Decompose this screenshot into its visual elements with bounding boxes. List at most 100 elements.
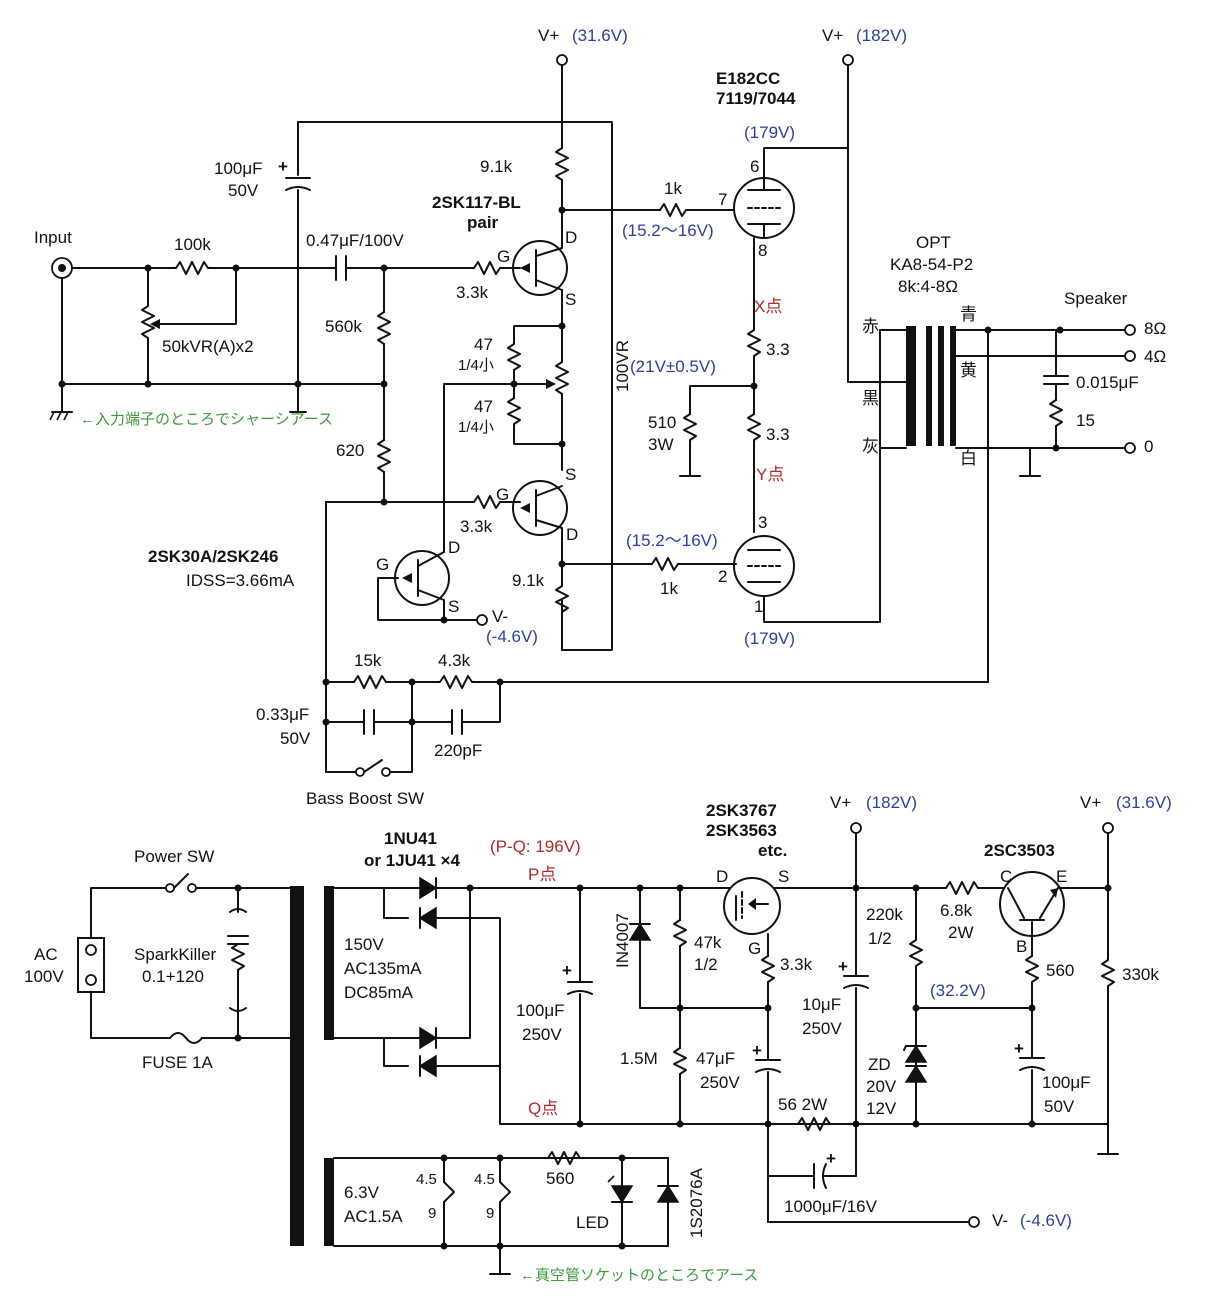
svg-text:4Ω: 4Ω — [1144, 347, 1166, 366]
svg-text:220pF: 220pF — [434, 741, 482, 760]
vacuum-tube-lower: 3 2 1 — [718, 513, 795, 616]
svg-text:1k: 1k — [660, 579, 678, 598]
output-transformer — [879, 326, 1125, 449]
svg-text:3.3: 3.3 — [766, 425, 790, 444]
svg-text:330k: 330k — [1122, 965, 1159, 984]
svg-text:250V: 250V — [700, 1073, 740, 1092]
svg-text:620: 620 — [336, 441, 364, 460]
svg-text:C: C — [1000, 867, 1012, 886]
svg-text:etc.: etc. — [758, 841, 787, 860]
svg-text:(179V): (179V) — [744, 629, 795, 648]
svg-text:8Ω: 8Ω — [1144, 319, 1166, 338]
svg-text:E182CC: E182CC — [716, 69, 780, 88]
r-330k — [1101, 959, 1115, 987]
vplus-31-terminal: V+ (31.6V) — [1080, 793, 1172, 889]
svg-text:P点: P点 — [528, 865, 556, 884]
svg-text:V+: V+ — [830, 793, 851, 812]
speaker-terminal-4ohm[interactable]: 4Ω — [1124, 347, 1166, 366]
svg-text:(-4.6V): (-4.6V) — [1020, 1211, 1072, 1230]
svg-text:pair: pair — [467, 213, 499, 232]
svg-text:(15.2～16V): (15.2～16V) — [622, 221, 714, 240]
svg-text:12V: 12V — [866, 1099, 897, 1118]
svg-text:7119/7044: 7119/7044 — [716, 89, 796, 108]
svg-text:2SK117-BL: 2SK117-BL — [432, 193, 521, 212]
svg-text:9: 9 — [486, 1205, 494, 1222]
svg-text:2SC3503: 2SC3503 — [984, 841, 1055, 860]
r-bias-560k — [377, 311, 391, 345]
speaker-terminal-0[interactable]: 0 — [1124, 437, 1153, 456]
svg-text:(182V): (182V) — [866, 793, 917, 812]
r-source-lower — [507, 397, 521, 425]
rectifier-bridge — [383, 876, 438, 1078]
zener-diodes — [903, 1044, 928, 1125]
input-volume-pot[interactable] — [141, 305, 155, 339]
svg-text:V+: V+ — [538, 26, 559, 45]
svg-text:ZD: ZD — [868, 1055, 891, 1074]
bass-boost-switch[interactable] — [325, 759, 413, 777]
svg-text:赤: 赤 — [862, 317, 879, 336]
fuse — [169, 1032, 203, 1044]
svg-text:+: + — [752, 1041, 762, 1060]
power-switch[interactable] — [165, 873, 197, 893]
svg-text:+: + — [838, 957, 848, 976]
svg-text:DC85mA: DC85mA — [344, 983, 414, 1002]
svg-text:G: G — [496, 485, 509, 504]
svg-text:10μF: 10μF — [802, 995, 841, 1014]
svg-text:0.015μF: 0.015μF — [1076, 373, 1139, 392]
svg-text:3.3k: 3.3k — [780, 955, 813, 974]
power-transformer — [290, 886, 334, 1246]
vacuum-tube-upper: 6 7 8 — [718, 157, 795, 260]
svg-text:S: S — [448, 597, 459, 616]
svg-text:2SK30A/2SK246: 2SK30A/2SK246 — [148, 547, 278, 566]
svg-text:+: + — [562, 961, 572, 980]
svg-text:V+: V+ — [1080, 793, 1101, 812]
svg-text:6.8k: 6.8k — [940, 901, 973, 920]
svg-text:(31.6V): (31.6V) — [572, 26, 628, 45]
svg-text:V-: V- — [992, 1211, 1008, 1230]
svg-text:S: S — [778, 867, 789, 886]
svg-text:D: D — [566, 525, 578, 544]
svg-text:8k:4-8Ω: 8k:4-8Ω — [898, 277, 958, 296]
r-cathode-upper — [747, 329, 761, 357]
svg-text:(-4.6V): (-4.6V) — [486, 627, 538, 646]
reverse-diode — [656, 1157, 680, 1247]
r-grid-upper — [659, 203, 687, 217]
main-filter-capacitor: + — [562, 961, 593, 995]
svg-text:LED: LED — [576, 1213, 609, 1232]
svg-text:3.3: 3.3 — [766, 340, 790, 359]
svg-text:9.1k: 9.1k — [512, 571, 545, 590]
r-56-2w — [797, 1117, 831, 1131]
speaker-terminal-8ohm[interactable]: 8Ω — [1124, 319, 1166, 338]
svg-text:100μF: 100μF — [516, 1001, 565, 1020]
protection-diode — [628, 922, 652, 941]
svg-text:(179V): (179V) — [744, 123, 795, 142]
svg-text:560: 560 — [1046, 961, 1074, 980]
svg-text:56 2W: 56 2W — [778, 1095, 827, 1114]
svg-text:S: S — [565, 290, 576, 309]
svg-text:6.3V: 6.3V — [344, 1183, 380, 1202]
svg-text:KA8-54-P2: KA8-54-P2 — [890, 255, 973, 274]
r-cathode-lower — [747, 413, 761, 441]
svg-text:15k: 15k — [354, 651, 382, 670]
svg-text:7: 7 — [718, 190, 727, 209]
mosfet-ripple-filter: D S G — [716, 867, 789, 958]
svg-text:(32.2V): (32.2V) — [930, 981, 986, 1000]
r-input-series — [175, 261, 209, 275]
svg-text:Q点: Q点 — [528, 1099, 558, 1118]
heater-filament-2: 4.5 9 — [474, 1157, 511, 1247]
svg-text:9.1k: 9.1k — [480, 157, 513, 176]
svg-text:2SK3767: 2SK3767 — [706, 801, 777, 820]
svg-text:青: 青 — [960, 305, 977, 324]
svg-text:D: D — [716, 867, 728, 886]
vplus-plate-terminal: V+ (182V) — [822, 26, 907, 149]
svg-text:+: + — [1014, 1039, 1024, 1058]
zobel-resistor — [1049, 399, 1063, 427]
svg-text:100μF: 100μF — [214, 159, 263, 178]
pilot-led — [607, 1157, 634, 1247]
svg-text:100μF: 100μF — [1042, 1073, 1091, 1092]
svg-text:1/2: 1/2 — [868, 929, 892, 948]
svg-text:or 1JU41 ×4: or 1JU41 ×4 — [364, 851, 460, 870]
balance-pot-100vr[interactable] — [555, 361, 569, 395]
input-jack[interactable]: Input — [34, 228, 73, 279]
